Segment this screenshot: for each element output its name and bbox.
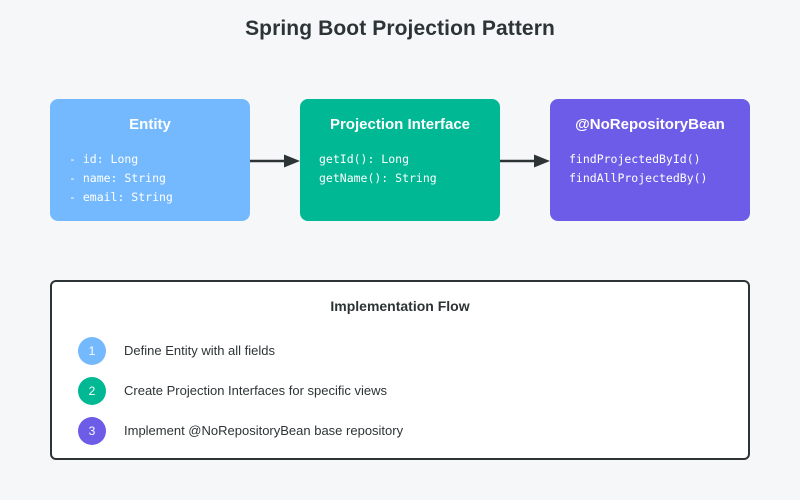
node-line: - name: String [69,171,166,185]
flow-step-item: 2 Create Projection Interfaces for speci… [52,371,748,411]
flow-panel-heading: Implementation Flow [330,298,470,314]
node-line: - email: String [69,190,173,204]
step-label: Create Projection Interfaces for specifi… [124,383,387,398]
node-body: getId(): Long getName(): String [300,150,500,188]
node-line: findProjectedById() [569,152,701,166]
node-entity: Entity - id: Long - name: String - email… [50,99,250,221]
node-line: - id: Long [69,152,139,166]
step-label: Define Entity with all fields [124,343,276,358]
node-title: Entity [129,116,171,133]
node-projection-interface: Projection Interface getId(): Long getNa… [300,99,500,221]
step-number-badge: 3 [78,417,106,445]
page-title: Spring Boot Projection Pattern [245,17,555,40]
arrow-right-icon [500,154,550,168]
node-body: findProjectedById() findAllProjectedBy() [550,150,750,188]
node-line: getName(): String [319,171,437,185]
flow-step-list: 1 Define Entity with all fields 2 Create… [52,331,748,451]
implementation-flow-panel: Implementation Flow 1 Define Entity with… [50,280,750,460]
diagram-nodes: Entity - id: Long - name: String - email… [0,99,800,221]
node-title: Projection Interface [329,116,471,133]
step-number-badge: 2 [78,377,106,405]
node-title: @NoRepositoryBean [575,116,725,133]
node-body: - id: Long - name: String - email: Strin… [50,150,250,207]
arrow-right-icon [250,154,300,168]
flow-step-item: 1 Define Entity with all fields [52,331,748,371]
flow-step-item: 3 Implement @NoRepositoryBean base repos… [52,411,748,451]
node-line: getId(): Long [319,152,410,166]
step-label: Implement @NoRepositoryBean base reposit… [124,423,404,438]
node-no-repository-bean: @NoRepositoryBean findProjectedById() fi… [550,99,750,221]
node-line: findAllProjectedBy() [569,171,708,185]
step-number-badge: 1 [78,337,106,365]
